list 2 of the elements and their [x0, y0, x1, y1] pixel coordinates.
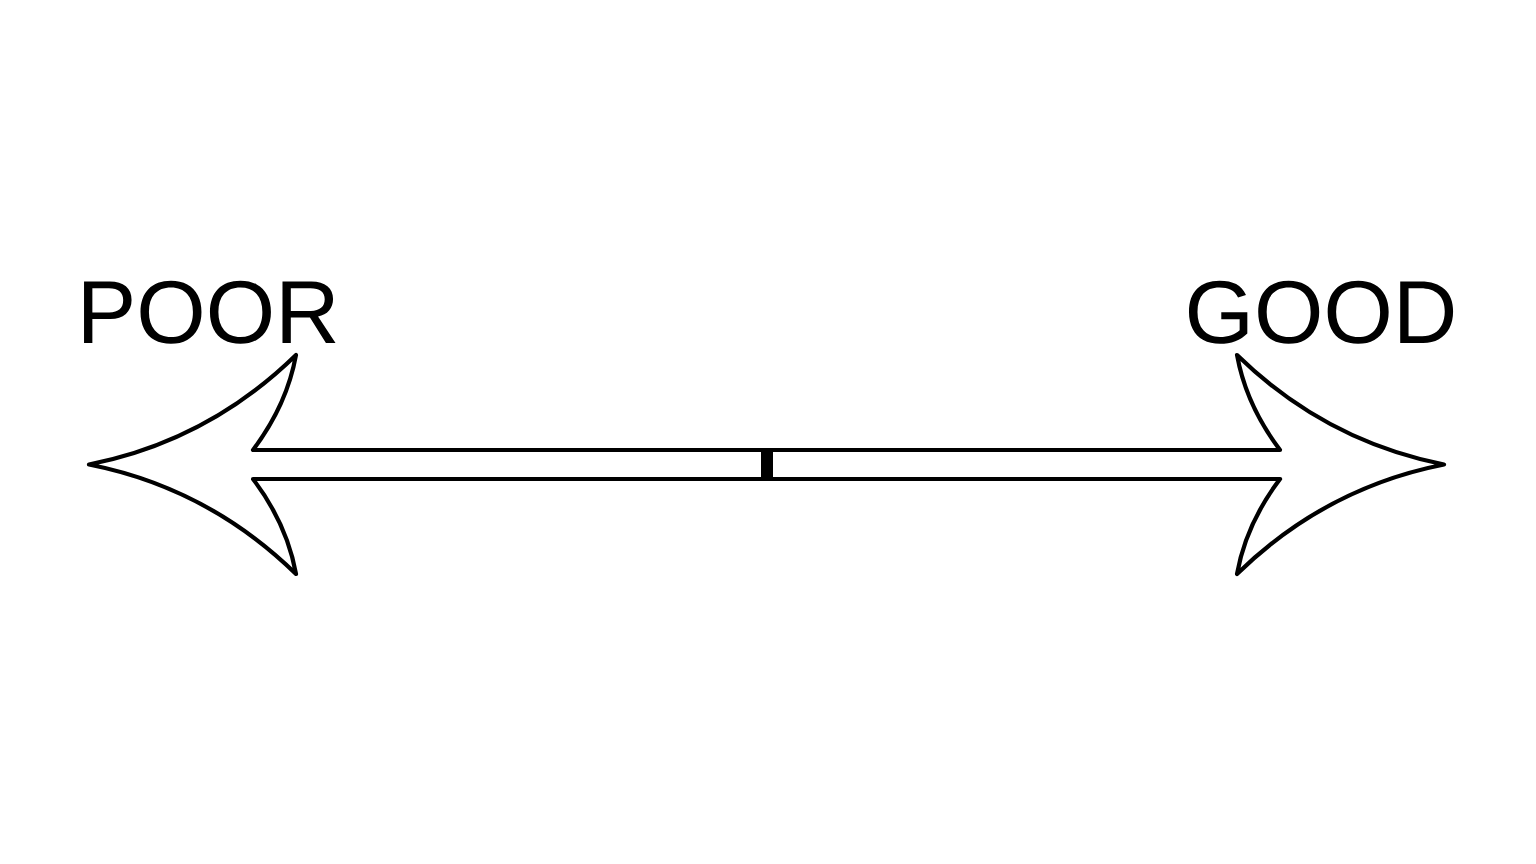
- end-label: GOOD: [1189, 280, 1454, 344]
- end-label: POOR: [84, 280, 336, 344]
